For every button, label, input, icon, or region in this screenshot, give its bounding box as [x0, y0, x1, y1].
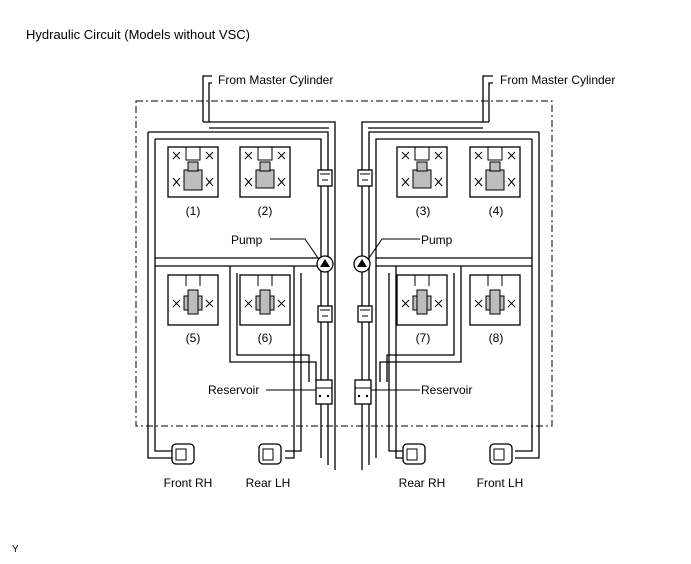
- valve-label-3: (3): [416, 204, 431, 218]
- wheel-cylinder-rear-lh: [258, 443, 282, 465]
- right-circuit-piping: [361, 75, 540, 470]
- valve-label-7: (7): [416, 331, 431, 345]
- valve-label-2: (2): [258, 204, 273, 218]
- leader-lines: [266, 238, 420, 391]
- valve-label-1: (1): [186, 204, 201, 218]
- reservoir-left-symbol: [315, 379, 333, 405]
- wheel-cylinder-front-lh: [489, 443, 513, 465]
- pump-left-symbol: [316, 255, 334, 273]
- reservoir-right-label: Reservoir: [421, 383, 472, 397]
- left-circuit-piping: [147, 75, 336, 470]
- wheel-cylinder-front-rh: [171, 443, 195, 465]
- wheel-label-front-lh: Front LH: [477, 476, 524, 490]
- valve-1: [167, 146, 219, 198]
- reservoir-right-symbol: [354, 379, 372, 405]
- valve-6: [239, 274, 291, 326]
- valve-label-6: (6): [258, 331, 273, 345]
- wheel-label-rear-rh: Rear RH: [399, 476, 446, 490]
- from-master-cylinder-left-label: From Master Cylinder: [218, 73, 333, 87]
- valve-5: [167, 274, 219, 326]
- valve-2: [239, 146, 291, 198]
- reservoir-left-label: Reservoir: [208, 383, 259, 397]
- actuator-boundary: [135, 100, 553, 427]
- valve-3: [396, 146, 448, 198]
- pump-right-symbol: [353, 255, 371, 273]
- valve-label-8: (8): [489, 331, 504, 345]
- valve-4: [469, 146, 521, 198]
- figure-code: Y: [12, 544, 19, 555]
- valve-7: [396, 274, 448, 326]
- diagram-title: Hydraulic Circuit (Models without VSC): [26, 27, 250, 42]
- wheel-cylinder-rear-rh: [402, 443, 426, 465]
- wheel-label-rear-lh: Rear LH: [246, 476, 291, 490]
- pump-left-label: Pump: [231, 233, 263, 247]
- check-valves: [317, 169, 373, 323]
- valve-label-5: (5): [186, 331, 201, 345]
- valve-8: [469, 274, 521, 326]
- wheel-label-front-rh: Front RH: [164, 476, 213, 490]
- pump-right-label: Pump: [421, 233, 453, 247]
- from-master-cylinder-right-label: From Master Cylinder: [500, 73, 615, 87]
- valve-label-4: (4): [489, 204, 504, 218]
